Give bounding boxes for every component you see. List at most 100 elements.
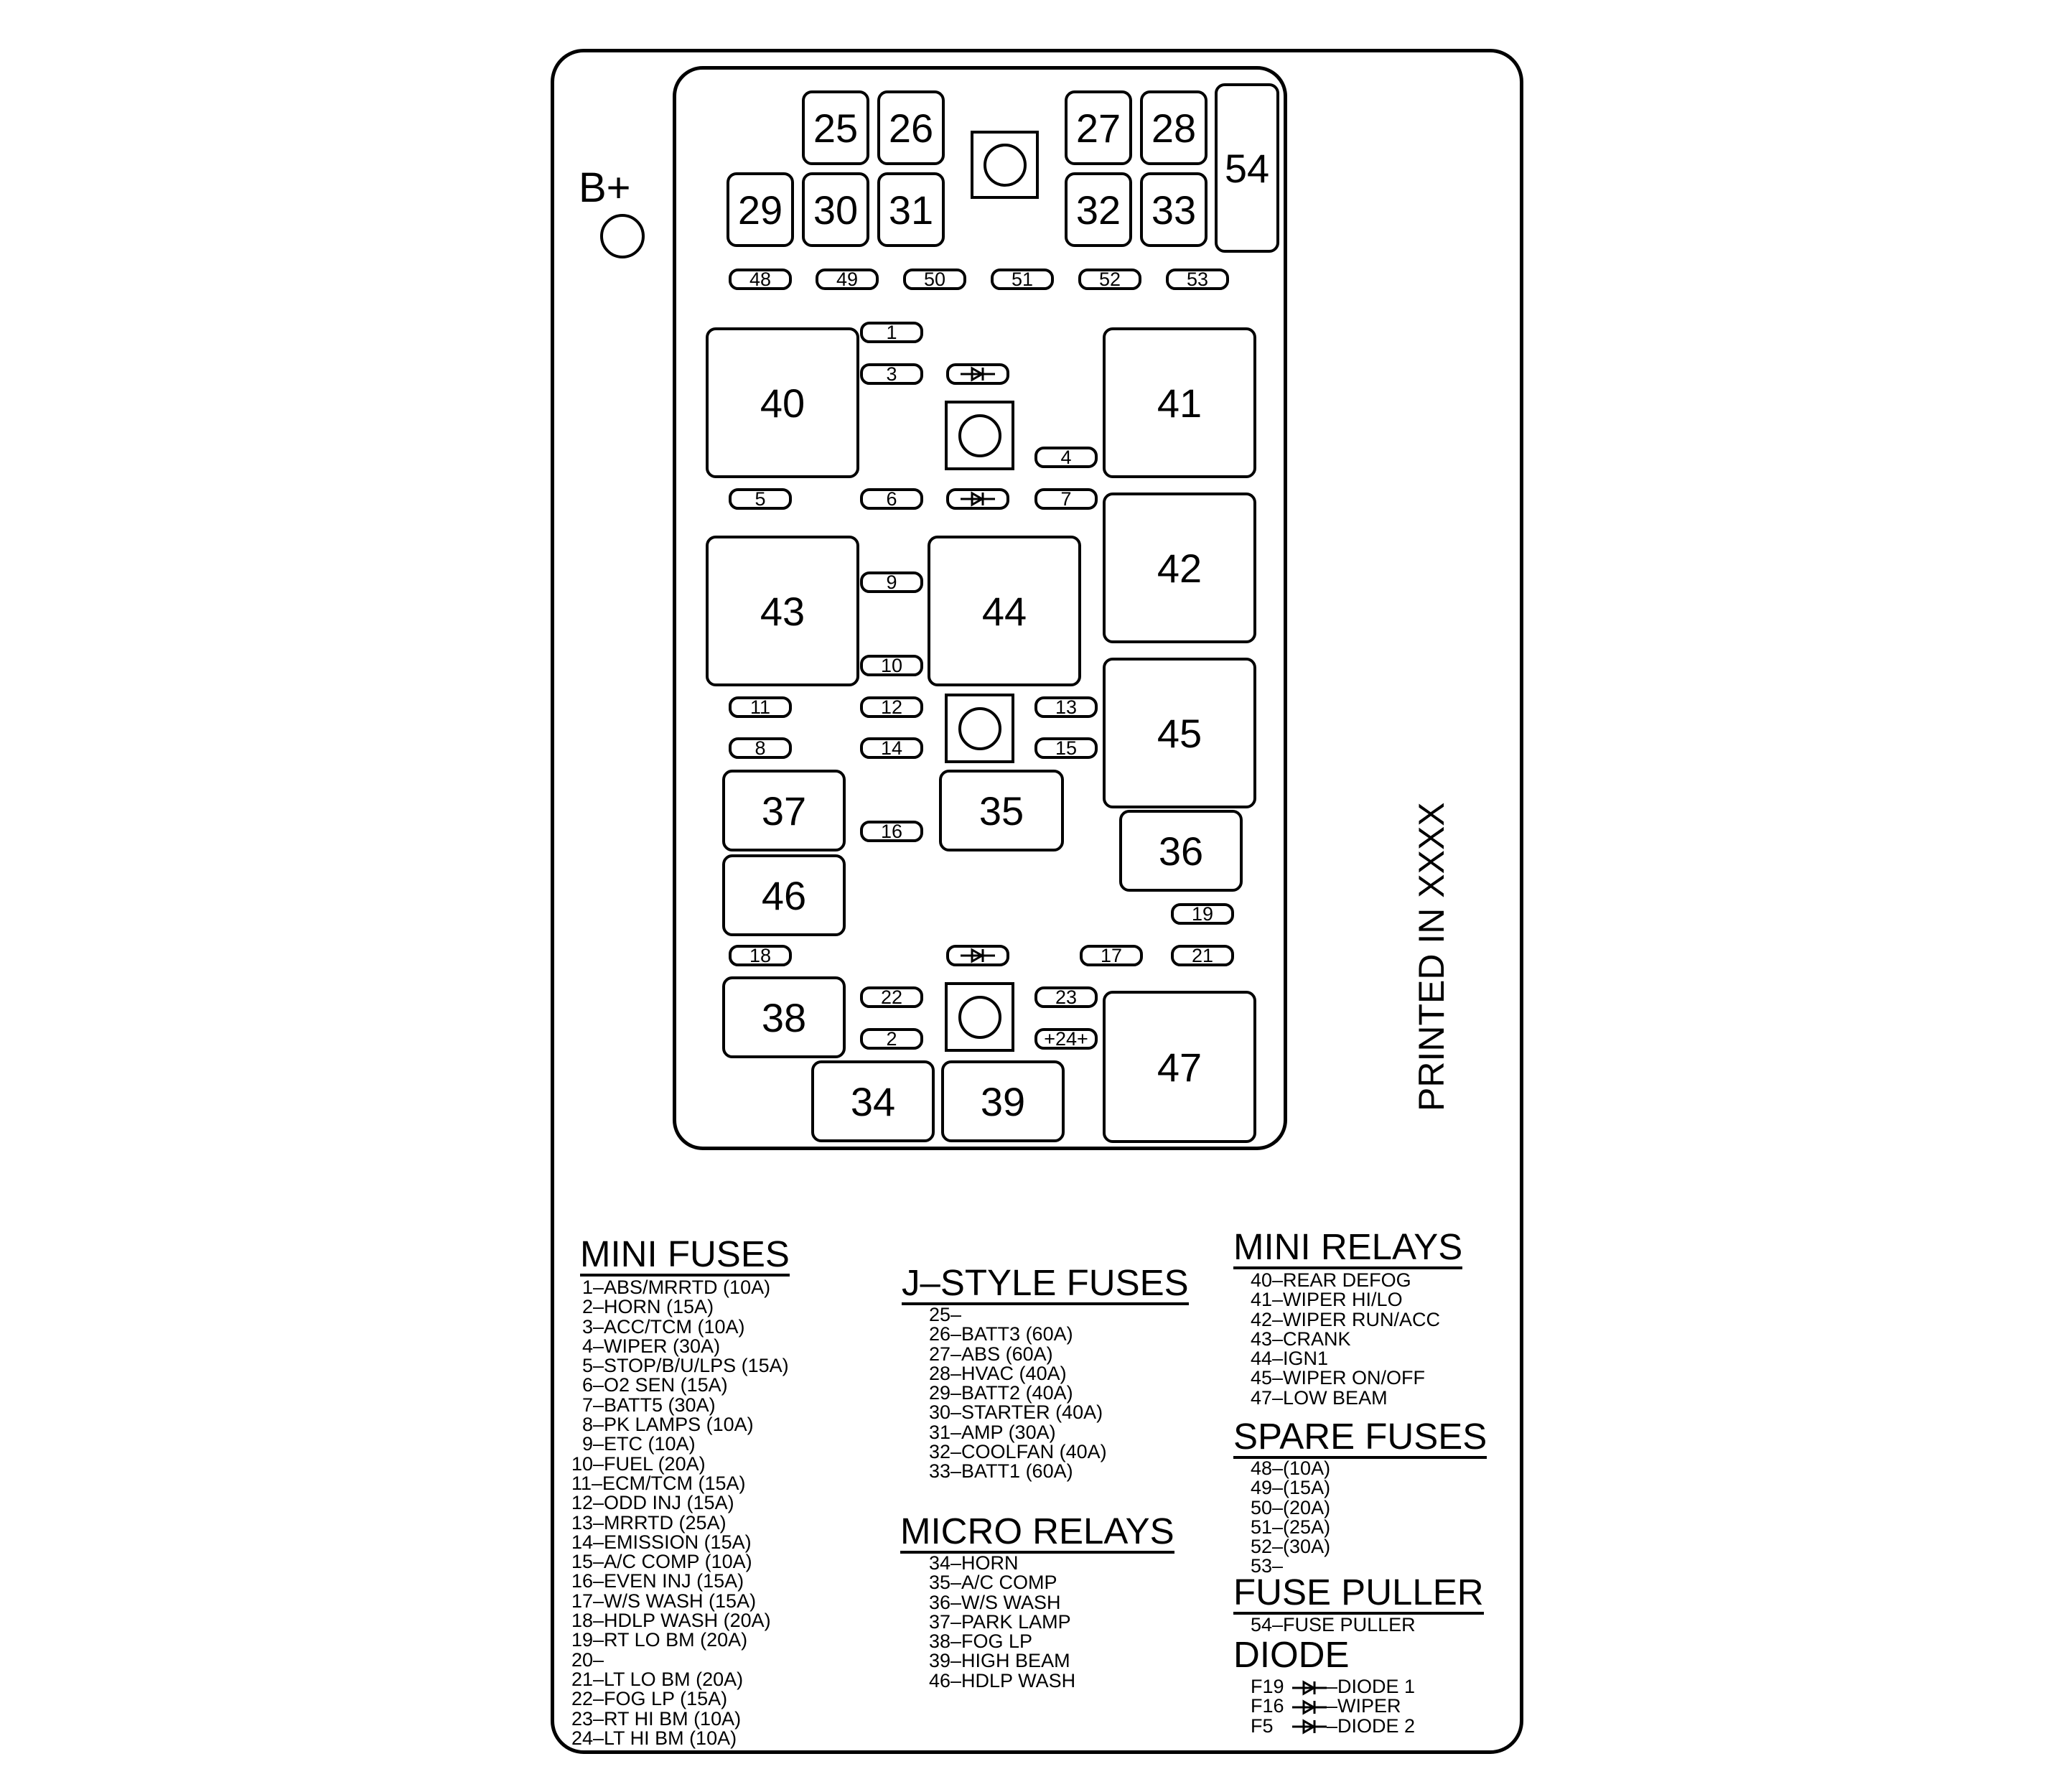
legend-item: 7–BATT5 (30A) — [571, 1394, 716, 1416]
relay-34: 34 — [811, 1060, 935, 1142]
fuse-16: 16 — [860, 821, 923, 842]
legend-item: 45–WIPER ON/OFF — [1251, 1367, 1426, 1389]
fuse-9: 9 — [860, 571, 923, 593]
panel-stud-upper — [945, 401, 1014, 470]
relay-26: 26 — [877, 90, 945, 165]
relay-32: 32 — [1065, 172, 1132, 247]
legend-item: 47–LOW BEAM — [1251, 1386, 1388, 1409]
legend-item: 44–IGN1 — [1251, 1348, 1329, 1370]
legend-item: 48–(10A) — [1251, 1457, 1331, 1479]
legend-item: 22–FOG LP (15A) — [571, 1688, 728, 1710]
relay-41: 41 — [1103, 327, 1256, 478]
fuse-1: 1 — [860, 322, 923, 343]
diode-description: –DIODE 2 — [1327, 1714, 1416, 1737]
fuse-7: 7 — [1034, 488, 1098, 510]
legend-item: 11–ECM/TCM (15A) — [571, 1472, 746, 1494]
fuse-2: 2 — [860, 1028, 923, 1050]
relay-39: 39 — [941, 1060, 1065, 1142]
panel-stud-middle — [945, 694, 1014, 763]
diode-slot: F5 — [1251, 1714, 1274, 1737]
diode-list: F19 –DIODE 1 F16 –WIPER F5 –DIODE 2 — [1251, 1676, 1416, 1737]
spare-fuses-list: 48–(10A)49–(15A)50–(20A)51–(25A)52–(30A)… — [1251, 1457, 1331, 1577]
relay-38: 38 — [722, 976, 846, 1058]
legend-item: 18–HDLP WASH (20A) — [571, 1610, 771, 1632]
panel-stud-top — [971, 131, 1039, 199]
relay-27: 27 — [1065, 90, 1132, 165]
relay-45: 45 — [1103, 658, 1256, 808]
legend-item: 43–CRANK — [1251, 1327, 1351, 1350]
legend-item: 31–AMP (30A) — [929, 1421, 1056, 1443]
legend-item: 19–RT LO BM (20A) — [571, 1629, 748, 1651]
fuse-10: 10 — [860, 655, 923, 676]
legend-item: 34–HORN — [929, 1552, 1019, 1574]
relay-37: 37 — [722, 770, 846, 851]
diode-f19 — [946, 488, 1009, 510]
fuse-17: 17 — [1080, 945, 1143, 966]
legend-item: 2–HORN (15A) — [571, 1296, 714, 1318]
diode-slot: F16 — [1251, 1695, 1284, 1717]
relay-31: 31 — [877, 172, 945, 247]
fuse-19: 19 — [1171, 903, 1234, 925]
legend-item: 4–WIPER (30A) — [571, 1335, 721, 1357]
fuse-8: 8 — [729, 737, 792, 759]
fuse-puller-list: 54–FUSE PULLER — [1251, 1615, 1416, 1635]
diode-slot: F19 — [1251, 1676, 1284, 1697]
relay-25: 25 — [802, 90, 869, 165]
legend-item: 52–(30A) — [1251, 1536, 1331, 1558]
mini-relays-heading: MINI RELAYS — [1233, 1228, 1463, 1269]
spare-fuse-49: 49 — [816, 269, 879, 290]
fuse-panel-outline — [673, 66, 1287, 1150]
fuse-4: 4 — [1034, 447, 1098, 468]
diode-f5 — [946, 945, 1009, 966]
diode-symbol-icon — [961, 948, 995, 963]
relay-33: 33 — [1140, 172, 1207, 247]
relay-36: 36 — [1119, 810, 1243, 892]
diode-description: –WIPER — [1327, 1695, 1401, 1717]
relay-35: 35 — [939, 770, 1064, 851]
relay-47: 47 — [1103, 991, 1256, 1143]
legend-item: 20– — [571, 1648, 604, 1671]
legend-item: 27–ABS (60A) — [929, 1343, 1053, 1365]
mini-fuses-heading: MINI FUSES — [580, 1236, 790, 1277]
battery-positive-label: B+ — [579, 164, 631, 211]
legend-item: 46–HDLP WASH — [929, 1669, 1076, 1691]
legend-item: 14–EMISSION (15A) — [571, 1531, 752, 1553]
legend-item: 35–A/C COMP — [929, 1572, 1057, 1594]
legend-item: 6–O2 SEN (15A) — [571, 1374, 728, 1396]
fuse-21: 21 — [1171, 945, 1234, 966]
fuse-5: 5 — [729, 488, 792, 510]
battery-positive-terminal — [600, 214, 645, 258]
relay-54: 54 — [1215, 83, 1279, 253]
fuse-puller-heading: FUSE PULLER — [1233, 1574, 1484, 1615]
relay-46: 46 — [722, 854, 846, 936]
diode-description: –DIODE 1 — [1327, 1676, 1416, 1697]
legend-item: 9–ETC (10A) — [571, 1433, 696, 1455]
relay-40: 40 — [706, 327, 859, 478]
spare-fuse-52: 52 — [1078, 269, 1141, 290]
legend-item: 54–FUSE PULLER — [1251, 1614, 1416, 1635]
legend-item: 50–(20A) — [1251, 1496, 1331, 1518]
legend-item: 17–W/S WASH (15A) — [571, 1590, 757, 1612]
legend-item: 1–ABS/MRRTD (10A) — [571, 1277, 771, 1298]
spare-fuse-51: 51 — [991, 269, 1054, 290]
fuse-22: 22 — [860, 986, 923, 1008]
legend-item: 13–MRRTD (25A) — [571, 1511, 727, 1534]
legend-item: 23–RT HI BM (10A) — [571, 1707, 742, 1730]
legend-item: 39–HIGH BEAM — [929, 1650, 1070, 1672]
diode-legend-item: F19 –DIODE 1 — [1251, 1676, 1416, 1697]
legend-item: 28–HVAC (40A) — [929, 1362, 1067, 1384]
legend-item: 10–FUEL (20A) — [571, 1452, 706, 1475]
fuse-14: 14 — [860, 737, 923, 759]
fuse-13: 13 — [1034, 696, 1098, 718]
fuse-23: 23 — [1034, 986, 1098, 1008]
fuse-12: 12 — [860, 696, 923, 718]
legend-item: 32–COOLFAN (40A) — [929, 1441, 1107, 1463]
legend-item: 33–BATT1 (60A) — [929, 1460, 1073, 1483]
printed-in-label: PRINTED IN XXXX — [1411, 802, 1452, 1111]
legend-item: 51–(25A) — [1251, 1516, 1331, 1538]
diode-symbol-icon — [1292, 1699, 1327, 1715]
legend-item: 41–WIPER HI/LO — [1251, 1289, 1403, 1311]
fuse-11: 11 — [729, 696, 792, 718]
